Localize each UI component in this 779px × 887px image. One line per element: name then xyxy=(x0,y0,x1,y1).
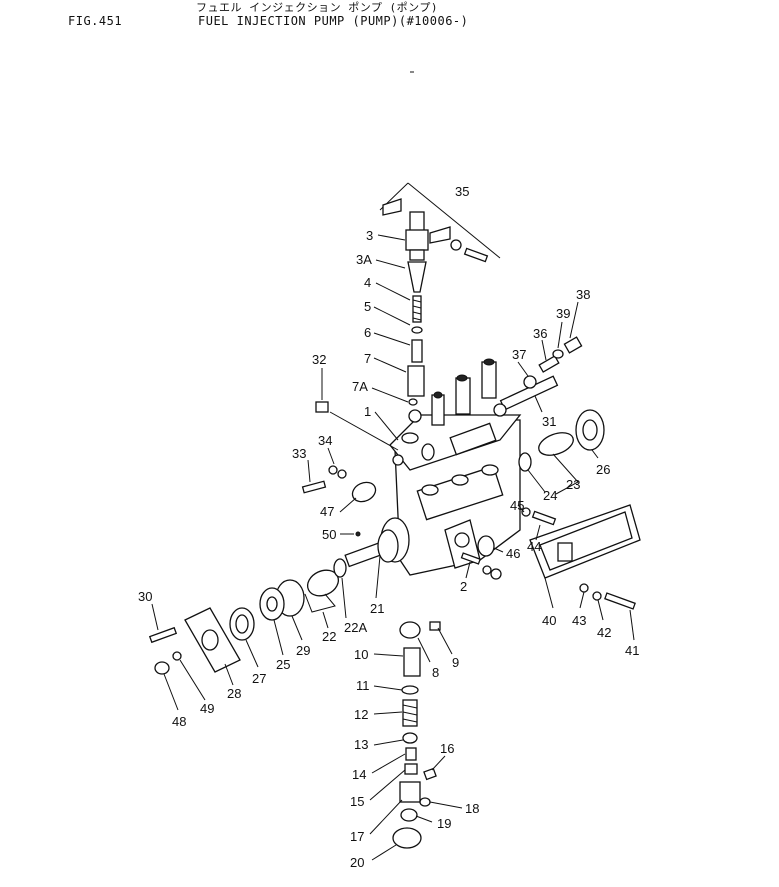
callout-26: 26 xyxy=(596,462,610,477)
callout-3A: 3A xyxy=(356,252,372,267)
fig-number: FIG.451 xyxy=(68,14,123,28)
callout-4: 4 xyxy=(364,275,371,290)
callout-11: 11 xyxy=(356,678,370,693)
callout-7: 7 xyxy=(364,351,371,366)
callout-38: 38 xyxy=(576,287,590,302)
pump-housing-drawing xyxy=(380,358,522,576)
callout-47: 47 xyxy=(320,504,334,519)
callout-22: 22 xyxy=(322,629,336,644)
callout-24: 24 xyxy=(543,488,557,503)
leader-lines xyxy=(151,71,635,861)
callout-46: 46 xyxy=(506,546,520,561)
callout-3: 3 xyxy=(366,228,373,243)
callout-37: 37 xyxy=(512,347,526,362)
callout-10: 10 xyxy=(354,647,368,662)
callout-35: 35 xyxy=(455,184,469,199)
plunger-parts xyxy=(392,621,441,849)
callout-18: 18 xyxy=(465,801,479,816)
callout-27: 27 xyxy=(252,671,266,686)
callout-30: 30 xyxy=(138,589,152,604)
callout-44: 44 xyxy=(527,539,541,554)
callout-21: 21 xyxy=(370,601,384,616)
callout-33: 33 xyxy=(292,446,306,461)
callout-42: 42 xyxy=(597,625,611,640)
callout-13: 13 xyxy=(354,737,368,752)
callout-43: 43 xyxy=(572,613,586,628)
callout-20: 20 xyxy=(350,855,364,870)
callout-15: 15 xyxy=(350,794,364,809)
callout-32: 32 xyxy=(312,352,326,367)
callout-labels: 35 3 3A 4 5 6 7 32 7A 1 34 33 47 50 38 3… xyxy=(138,184,639,870)
delivery-valve-parts xyxy=(379,182,501,423)
title-english: FUEL INJECTION PUMP (PUMP)(#10006-) xyxy=(198,14,469,28)
callout-39: 39 xyxy=(556,306,570,321)
callout-23: 23 xyxy=(566,477,580,492)
callout-8: 8 xyxy=(432,665,439,680)
callout-40: 40 xyxy=(542,613,556,628)
callout-12: 12 xyxy=(354,707,368,722)
callout-48: 48 xyxy=(172,714,186,729)
callout-6: 6 xyxy=(364,325,371,340)
callout-49: 49 xyxy=(200,701,214,716)
callout-16: 16 xyxy=(440,741,454,756)
callout-36: 36 xyxy=(533,326,547,341)
callout-2: 2 xyxy=(460,579,467,594)
callout-19: 19 xyxy=(437,816,451,831)
callout-45: 45 xyxy=(510,498,524,513)
callout-41: 41 xyxy=(625,643,639,658)
callout-5: 5 xyxy=(364,299,371,314)
title-japanese: フュエル インジェクション ポンプ (ポンプ) xyxy=(196,1,438,14)
callout-28: 28 xyxy=(227,686,241,701)
callout-14: 14 xyxy=(352,767,366,782)
callout-25: 25 xyxy=(276,657,290,672)
callout-29: 29 xyxy=(296,643,310,658)
callout-31: 31 xyxy=(542,414,556,429)
callout-17: 17 xyxy=(350,829,364,844)
callout-22A: 22A xyxy=(344,620,367,635)
callout-7A: 7A xyxy=(352,379,368,394)
callout-50: 50 xyxy=(322,527,336,542)
drive-parts xyxy=(148,401,399,675)
callout-34: 34 xyxy=(318,433,332,448)
governor-parts xyxy=(460,336,641,610)
callout-1: 1 xyxy=(364,404,371,419)
callout-9: 9 xyxy=(452,655,459,670)
